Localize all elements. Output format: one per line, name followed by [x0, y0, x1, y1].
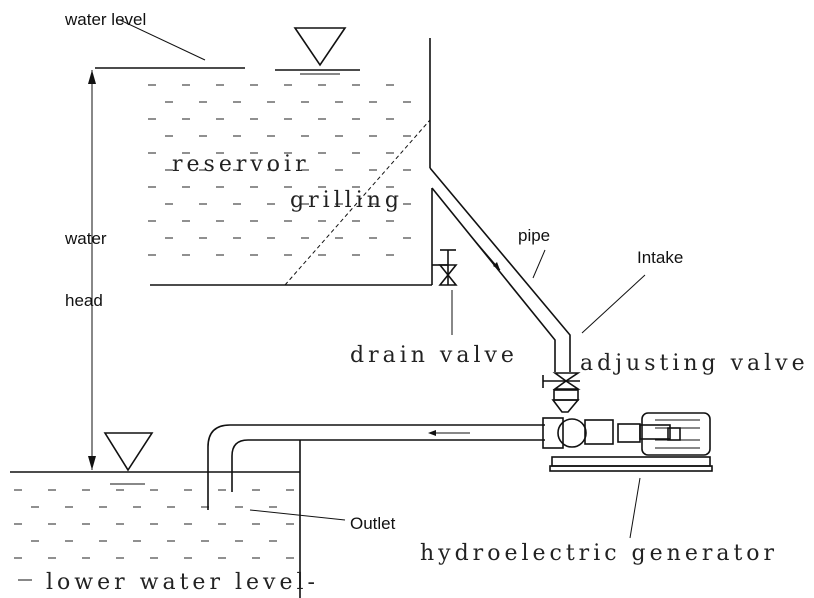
label-outlet: Outlet — [350, 514, 396, 533]
label-water-level: water level — [64, 10, 146, 29]
label-lower-water-level: lower water level- — [46, 570, 319, 595]
label-pipe: pipe — [518, 226, 550, 245]
adjusting-valve-icon — [542, 372, 581, 413]
water-level-leader — [119, 19, 206, 61]
pipe — [429, 167, 646, 372]
reservoir-water — [148, 84, 411, 256]
lower-water — [14, 489, 294, 559]
label-generator: hydroelectric generator — [420, 541, 778, 566]
lower-level-triangle-icon — [103, 432, 154, 472]
hydroelectric-generator-icon — [542, 412, 713, 539]
label-adjusting-valve: adjusting valve — [580, 351, 809, 376]
label-intake: Intake — [637, 248, 683, 267]
grilling-line — [284, 119, 431, 286]
water-level-triangle-icon — [293, 27, 347, 67]
label-drain-valve: drain valve — [350, 343, 518, 368]
label-grilling: grilling — [290, 188, 403, 213]
label-water: water — [64, 229, 107, 248]
drain-valve-icon — [432, 249, 458, 335]
outlet-pipe — [207, 424, 545, 521]
label-head: head — [65, 291, 103, 310]
label-reservoir: reservoir — [172, 152, 310, 177]
water-head-arrow — [88, 70, 96, 470]
